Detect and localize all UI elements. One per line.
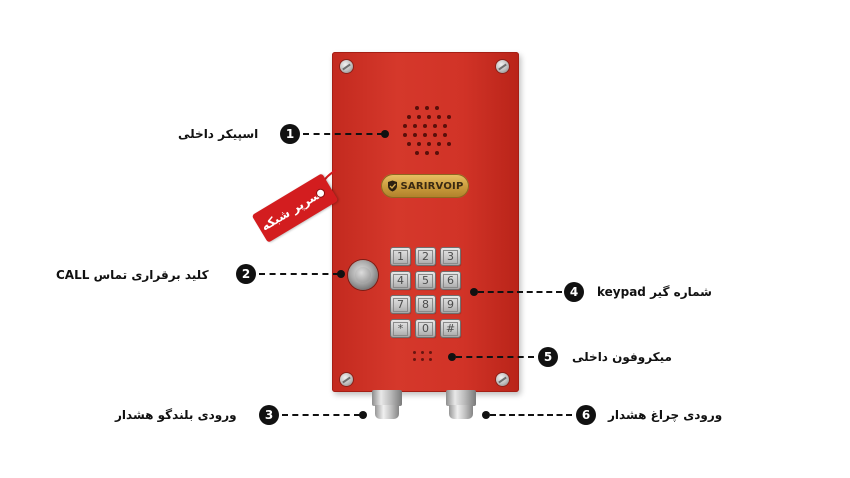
key-label: 3	[443, 249, 458, 264]
callout-4-label: شماره گیر keypad	[597, 285, 712, 299]
key-label: 0	[418, 321, 433, 336]
device-panel	[332, 52, 519, 392]
cable-gland-left	[372, 390, 402, 420]
key-4[interactable]: 4	[391, 272, 410, 289]
key-label: 8	[418, 297, 433, 312]
callout-6-label: ورودی چراغ هشدار	[608, 408, 723, 422]
screw-bottom-left	[340, 373, 353, 386]
screw-top-right	[496, 60, 509, 73]
key-0[interactable]: 0	[416, 320, 435, 337]
callout-5-badge: 5	[538, 347, 558, 367]
key-label: #	[443, 321, 458, 336]
callout-1-dot	[381, 130, 389, 138]
callout-3-line	[282, 414, 360, 416]
brand-plate: SARIRVOIP	[381, 174, 469, 198]
callout-3-dot	[359, 411, 367, 419]
callout-1-badge: 1	[280, 124, 300, 144]
callout-2-dot	[337, 270, 345, 278]
call-button[interactable]	[348, 260, 378, 290]
key-5[interactable]: 5	[416, 272, 435, 289]
key-label: 5	[418, 273, 433, 288]
brand-text: SARIRVOIP	[400, 180, 464, 192]
key-1[interactable]: 1	[391, 248, 410, 265]
key-9[interactable]: 9	[441, 296, 460, 313]
callout-5-dot	[448, 353, 456, 361]
key-3[interactable]: 3	[441, 248, 460, 265]
callout-1-line	[303, 133, 383, 135]
key-label: 9	[443, 297, 458, 312]
callout-4-line	[478, 291, 562, 293]
key-7[interactable]: 7	[391, 296, 410, 313]
key-label: 2	[418, 249, 433, 264]
key-6[interactable]: 6	[441, 272, 460, 289]
callout-6-line	[490, 414, 572, 416]
screw-bottom-right	[496, 373, 509, 386]
key-label: *	[393, 321, 408, 336]
callout-5-label: میکروفون داخلی	[572, 350, 672, 364]
speaker-grille	[401, 106, 453, 158]
key-label: 1	[393, 249, 408, 264]
callout-6-badge: 6	[576, 405, 596, 425]
callout-3-label: ورودی بلندگو هشدار	[115, 408, 237, 422]
shield-logo-icon	[387, 180, 397, 192]
key-star[interactable]: *	[391, 320, 410, 337]
key-label: 4	[393, 273, 408, 288]
callout-3-badge: 3	[259, 405, 279, 425]
microphone-holes	[412, 350, 434, 362]
callout-2-badge: 2	[236, 264, 256, 284]
callout-2-label: کلید برقراری تماس CALL	[56, 268, 209, 282]
callout-4-dot	[470, 288, 478, 296]
callout-1-label: اسپیکر داخلی	[178, 127, 259, 141]
key-2[interactable]: 2	[416, 248, 435, 265]
screw-top-left	[340, 60, 353, 73]
key-8[interactable]: 8	[416, 296, 435, 313]
callout-5-line	[456, 356, 534, 358]
key-label: 6	[443, 273, 458, 288]
callout-6-dot	[482, 411, 490, 419]
key-hash[interactable]: #	[441, 320, 460, 337]
callout-4-badge: 4	[564, 282, 584, 302]
key-label: 7	[393, 297, 408, 312]
network-server-tag: سرپر شبکه	[251, 173, 339, 243]
cable-gland-right	[446, 390, 476, 420]
tag-text: سرپر شبکه	[258, 187, 323, 234]
callout-2-line	[259, 273, 339, 275]
